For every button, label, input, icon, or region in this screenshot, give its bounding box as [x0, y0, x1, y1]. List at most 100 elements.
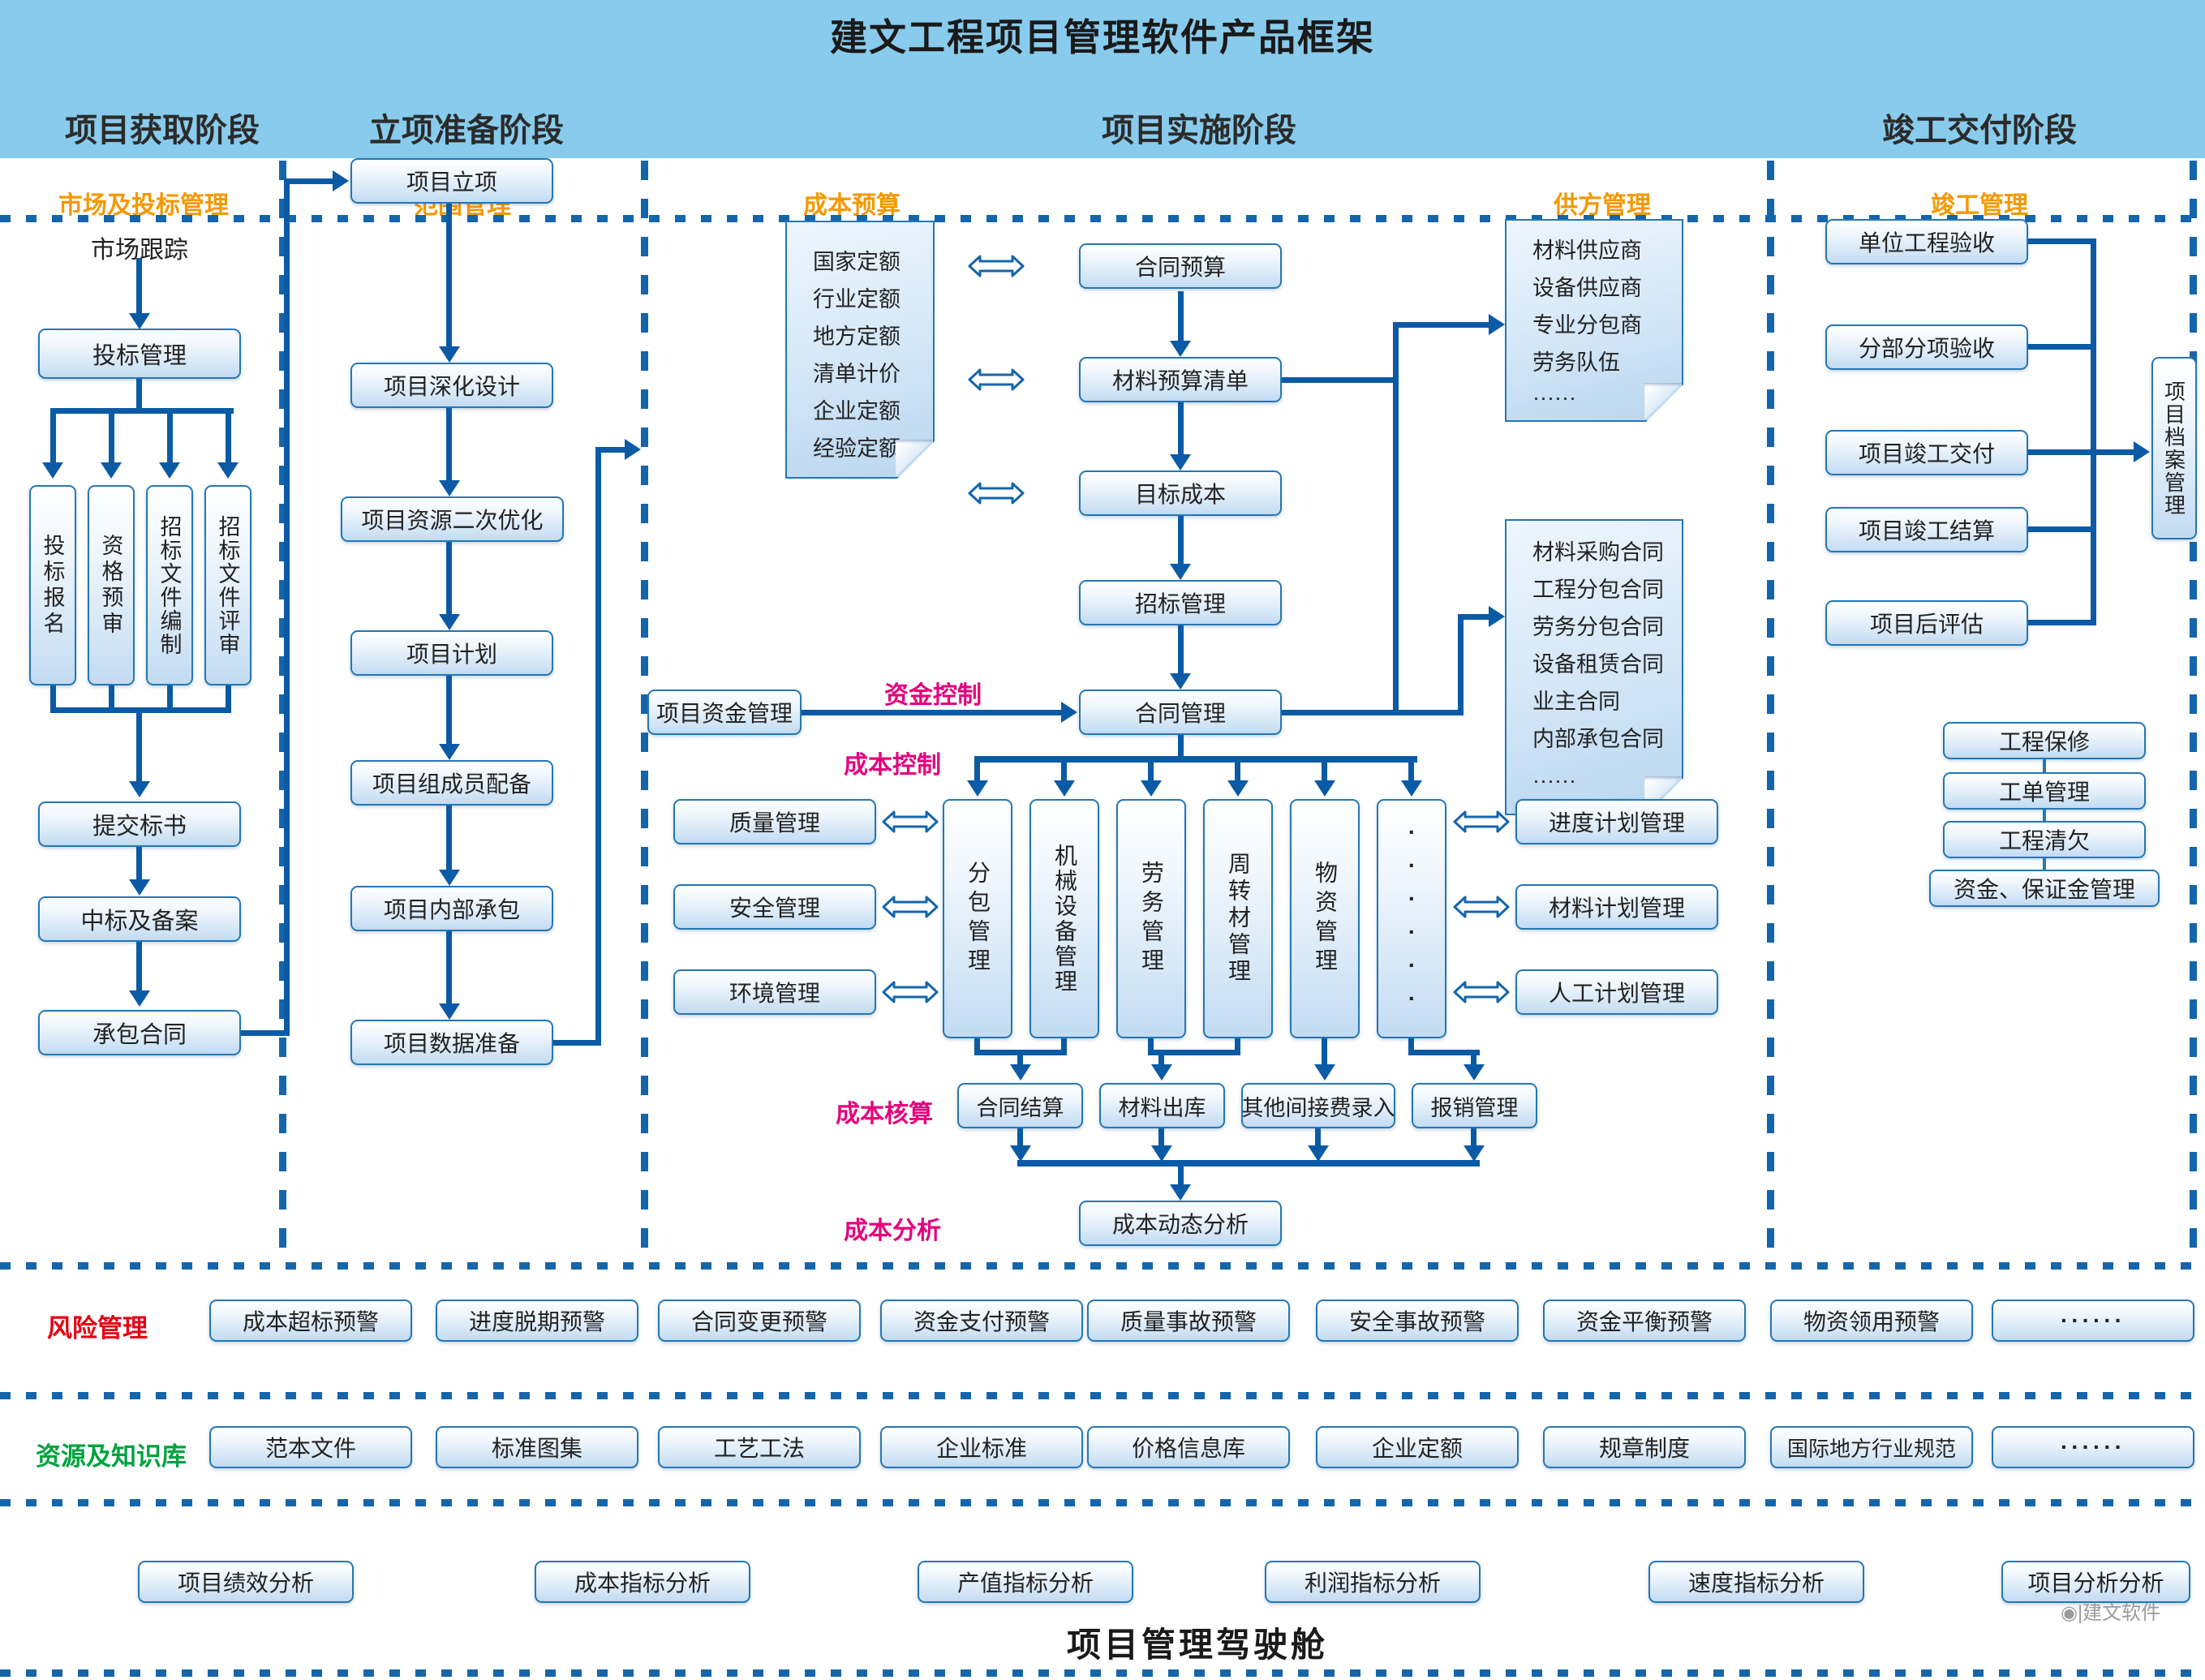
- double-arrow-icon: [1453, 981, 1510, 1003]
- label-cost-analysis: 成本分析: [844, 1218, 941, 1244]
- knowledge-box: 价格信息库: [1087, 1426, 1290, 1468]
- prep-step-box: 项目资源二次优化: [341, 496, 564, 542]
- prep-step-box: 项目数据准备: [350, 1020, 553, 1065]
- risk-box: 安全事故预警: [1316, 1300, 1519, 1342]
- double-arrow-icon: [882, 981, 939, 1003]
- double-arrow-icon: [882, 896, 939, 918]
- bid-step-box: 投标报名: [29, 485, 76, 685]
- delivery-step-box: 项目竣工结算: [1825, 507, 2028, 552]
- delivery-step-box: 分部分项验收: [1825, 324, 2028, 370]
- page-fold-icon: [896, 440, 933, 477]
- accounting-box: 其他间接费录入: [1241, 1083, 1395, 1128]
- label-completion: 竣工管理: [1931, 192, 2028, 219]
- label-fund-control: 资金控制: [884, 682, 982, 709]
- label-cost-control: 成本控制: [844, 752, 941, 779]
- knowledge-box: 范本文件: [209, 1426, 412, 1468]
- bid-step-box: 资格预审: [88, 485, 135, 685]
- plan-box: 人工计划管理: [1515, 969, 1718, 1015]
- risk-box: 资金平衡预警: [1543, 1300, 1746, 1342]
- quota-doc: 国家定额 行业定额 地方定额 清单计价 企业定额 经验定额: [785, 221, 935, 479]
- analysis-box: 速度指标分析: [1648, 1561, 1864, 1603]
- header-band: [0, 0, 2205, 158]
- fund-management-box: 项目资金管理: [647, 690, 802, 735]
- aftercare-box: 工程清欠: [1943, 821, 2146, 858]
- mgmt-column-box: 分包管理: [943, 799, 1012, 1038]
- contract-box: 承包合同: [38, 1010, 241, 1055]
- flow-box: 招标管理: [1079, 580, 1282, 625]
- submit-bid-box: 提交标书: [38, 801, 241, 847]
- analysis-box: 利润指标分析: [1265, 1561, 1481, 1603]
- label-market-bid: 市场及投标管理: [58, 192, 229, 219]
- delivery-step-box: 项目后评估: [1825, 600, 2028, 646]
- double-arrow-icon: [968, 368, 1025, 391]
- qse-box: 质量管理: [673, 799, 876, 844]
- mgmt-column-dots-box: ······: [1377, 799, 1446, 1038]
- analysis-box: 项目分析分析: [2001, 1561, 2190, 1603]
- page-title: 建文工程项目管理软件产品框架: [830, 16, 1375, 58]
- phase-preparation: 立项准备阶段: [369, 113, 564, 148]
- mgmt-column-box: 周转材管理: [1203, 799, 1273, 1038]
- analysis-box: 产值指标分析: [918, 1561, 1133, 1603]
- divider-2: [641, 161, 648, 1262]
- dotted-rule-analysis-top: [0, 1499, 2205, 1506]
- risk-dots-box: ······: [1992, 1300, 2194, 1342]
- label-budget: 成本预算: [803, 192, 900, 219]
- flow-box: 目标成本: [1079, 470, 1282, 516]
- double-arrow-icon: [882, 810, 939, 833]
- knowledge-box: 工艺工法: [658, 1426, 861, 1468]
- analysis-box: 项目绩效分析: [138, 1561, 354, 1603]
- phase-delivery: 竣工交付阶段: [1882, 113, 2077, 148]
- dotted-rule-knowledge-top: [0, 1392, 2205, 1399]
- bid-step-box: 招标文件评审: [204, 485, 251, 685]
- supplier-doc: 材料供应商 设备供应商 专业分包商 劳务队伍 ······: [1505, 219, 1683, 422]
- risk-box: 进度脱期预警: [436, 1300, 638, 1342]
- delivery-step-box: 单位工程验收: [1825, 219, 2028, 264]
- analysis-box: 成本指标分析: [535, 1561, 750, 1603]
- bid-management-box: 投标管理: [38, 329, 241, 379]
- divider-4: [2190, 161, 2197, 1262]
- risk-box: 物资领用预警: [1770, 1300, 1973, 1342]
- dotted-rule-bottom: [0, 1669, 2205, 1677]
- cockpit-title: 项目管理驾驶舱: [1066, 1626, 1329, 1664]
- phase-implementation: 项目实施阶段: [1102, 113, 1296, 148]
- aftercare-box: 资金、保证金管理: [1929, 870, 2160, 907]
- dotted-rule-top: [0, 215, 2205, 222]
- aftercare-box: 工程保修: [1943, 722, 2146, 759]
- risk-box: 成本超标预警: [209, 1300, 412, 1342]
- risk-box: 合同变更预警: [658, 1300, 861, 1342]
- divider-3: [1767, 161, 1774, 1262]
- label-supplier: 供方管理: [1554, 192, 1651, 219]
- prep-step-box: 项目立项: [350, 158, 553, 204]
- plan-box: 材料计划管理: [1515, 884, 1718, 930]
- flow-box: 材料预算清单: [1079, 357, 1282, 402]
- prep-step-box: 项目深化设计: [350, 363, 553, 408]
- accounting-box: 材料出库: [1099, 1083, 1225, 1128]
- mgmt-column-box: 物资管理: [1290, 799, 1360, 1038]
- bid-step-box: 招标文件编制: [146, 485, 193, 685]
- aftercare-box: 工单管理: [1943, 772, 2146, 810]
- knowledge-box: 企业定额: [1316, 1426, 1519, 1468]
- watermark-logo: ◉|建文软件: [2061, 1602, 2161, 1624]
- knowledge-box: 标准图集: [436, 1426, 638, 1468]
- prep-step-box: 项目计划: [350, 630, 553, 676]
- award-box: 中标及备案: [38, 896, 241, 942]
- archive-box: 项目档案管理: [2151, 357, 2197, 539]
- knowledge-box: 规章制度: [1543, 1426, 1746, 1468]
- dotted-rule-risk-top: [0, 1262, 2205, 1270]
- contract-doc: 材料采购合同 工程分包合同 劳务分包合同 设备租赁合同 业主合同 内部承包合同 …: [1505, 519, 1683, 815]
- phase-acquisition: 项目获取阶段: [65, 113, 260, 148]
- risk-box: 资金支付预警: [880, 1300, 1083, 1342]
- risk-box: 质量事故预警: [1087, 1300, 1290, 1342]
- divider-1: [279, 161, 286, 1262]
- knowledge-box: 企业标准: [880, 1426, 1083, 1468]
- double-arrow-icon: [1453, 810, 1510, 833]
- label-risk: 风险管理: [47, 1314, 148, 1343]
- accounting-box: 报销管理: [1412, 1083, 1537, 1128]
- double-arrow-icon: [1453, 896, 1510, 918]
- mgmt-column-box: 劳务管理: [1116, 799, 1186, 1038]
- dynamic-analysis-box: 成本动态分析: [1079, 1201, 1282, 1246]
- qse-box: 环境管理: [673, 969, 876, 1015]
- prep-step-box: 项目组成员配备: [350, 760, 553, 806]
- mgmt-column-box: 机械设备管理: [1029, 799, 1099, 1038]
